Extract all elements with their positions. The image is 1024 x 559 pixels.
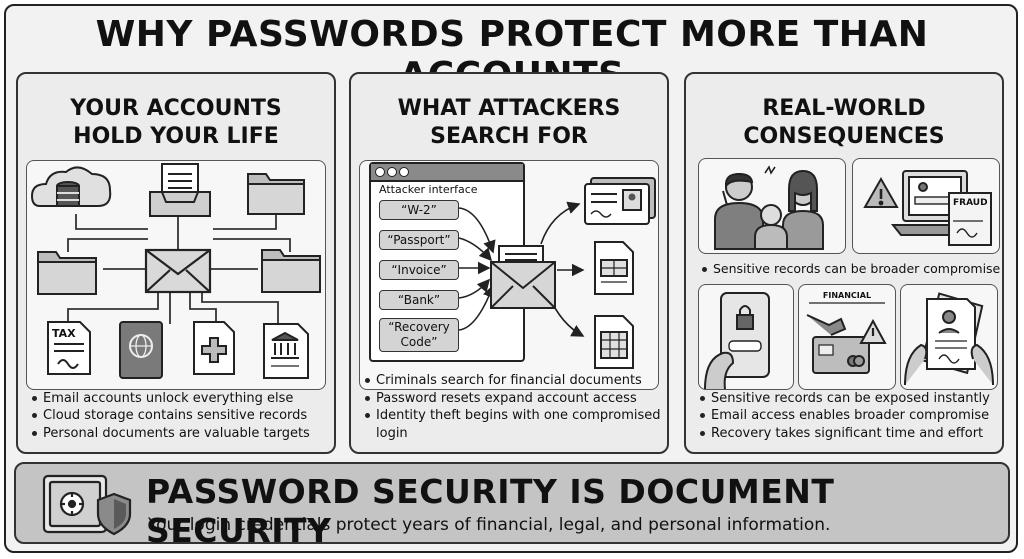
- passport-icon: [119, 321, 163, 379]
- footer-banner: PASSWORD SECURITY IS DOCUMENT SECURITY Y…: [14, 462, 1010, 550]
- email-envelope-icon: [490, 245, 556, 309]
- attacker-bullet-list: Criminals search for financial documents…: [365, 372, 667, 442]
- folder-icon: [247, 173, 305, 215]
- search-term-chip[interactable]: “W-2”: [379, 200, 459, 220]
- consequence-note-text: Sensitive records can be broader comprom…: [713, 261, 1001, 276]
- search-term-line: Code”: [400, 335, 438, 349]
- consequence-tile: [698, 158, 846, 254]
- consequence-tile: FINANCIAL: [798, 284, 896, 390]
- panel-title-line1: YOUR ACCOUNTS: [70, 96, 282, 121]
- tax-label: TAX: [52, 327, 76, 340]
- interface-label: Attacker interface: [379, 183, 478, 196]
- cloud-database-icon: [30, 166, 112, 207]
- accounts-bullet-list: Email accounts unlock everything else Cl…: [32, 390, 310, 443]
- search-term-chip[interactable]: “Passport”: [379, 230, 459, 250]
- window-titlebar: [371, 164, 523, 182]
- bullet-item: Password resets expand account access: [365, 390, 667, 408]
- flow-arrow: [458, 278, 491, 299]
- bank-document-icon: [263, 323, 309, 379]
- bullet-item: Identity theft begins with one compromis…: [365, 407, 667, 442]
- connector-line: [201, 292, 279, 324]
- attacker-diagram: [458, 177, 656, 369]
- search-term-chip[interactable]: “Recovery Code”: [379, 318, 459, 352]
- search-term-line: “Recovery: [388, 320, 450, 334]
- flow-arrow: [458, 207, 496, 254]
- financial-label: FINANCIAL: [822, 291, 872, 300]
- accounts-diagram: TAX: [30, 163, 321, 379]
- footer-title: PASSWORD SECURITY IS DOCUMENT SECURITY: [146, 472, 835, 550]
- consequence-bullet-list: Sensitive records can be exposed instant…: [700, 390, 990, 443]
- held-documents-icon: [904, 292, 994, 386]
- flow-arrow: [458, 284, 495, 331]
- tax-document-icon: [47, 321, 91, 375]
- bullet-item: Personal documents are valuable targets: [32, 425, 310, 443]
- worried-family-icon: [714, 165, 824, 250]
- fraud-laptop-icon: FRAUD: [863, 170, 992, 246]
- window-dot-icon: [387, 167, 397, 177]
- consequence-tile: [698, 284, 794, 390]
- credit-card-theft-icon: [806, 302, 887, 374]
- safe-shield-icon: [42, 474, 132, 536]
- bullet-dot: [702, 267, 707, 272]
- email-envelope-icon: [144, 248, 212, 294]
- window-dot-icon: [375, 167, 385, 177]
- search-term-chip[interactable]: “Invoice”: [379, 260, 459, 280]
- connector-line: [75, 214, 148, 230]
- bullet-item: Recovery takes significant time and effo…: [700, 425, 990, 443]
- bullet-item: Criminals search for financial documents: [365, 372, 667, 390]
- panel-attackers: WHAT ATTACKERS SEARCH FOR Attacker inter…: [349, 72, 669, 454]
- id-card-icon: [584, 177, 656, 225]
- panel-accounts: YOUR ACCOUNTS HOLD YOUR LIFE: [16, 72, 336, 454]
- consequence-tile: FRAUD: [852, 158, 1000, 254]
- flow-arrow: [540, 201, 581, 245]
- consequence-tile: [900, 284, 998, 390]
- search-term-chip[interactable]: “Bank”: [379, 290, 459, 310]
- panel-consequences: REAL-WORLD CONSEQUENCES: [684, 72, 1004, 454]
- connector-line: [67, 292, 159, 324]
- connector-line: [189, 292, 217, 324]
- footer-subtitle: Your login credentials protect years of …: [148, 515, 831, 535]
- inbox-tray-icon: [149, 163, 211, 217]
- panel-title-line2: CONSEQUENCES: [743, 124, 945, 149]
- folder-icon: [261, 249, 321, 293]
- bullet-item: Sensitive records can be exposed instant…: [700, 390, 990, 408]
- panel-title-line2: SEARCH FOR: [430, 124, 588, 149]
- bullet-item: Email access enables broader compromise: [700, 407, 990, 425]
- attacker-interface-window: Attacker interface “W-2” “Passport” “Inv…: [369, 162, 525, 362]
- table-document-icon: [594, 315, 634, 369]
- connector-line: [67, 238, 148, 252]
- folder-icon: [37, 251, 97, 295]
- panel-title-line1: REAL-WORLD: [762, 96, 926, 121]
- medical-document-icon: [193, 321, 235, 375]
- window-dot-icon: [399, 167, 409, 177]
- connector-line: [213, 238, 291, 252]
- spreadsheet-document-icon: [594, 241, 634, 295]
- panel-title-line1: WHAT ATTACKERS: [397, 96, 621, 121]
- connector-line: [213, 214, 277, 230]
- consequence-note: Sensitive records can be broader comprom…: [702, 261, 1000, 276]
- fraud-label: FRAUD: [953, 198, 988, 208]
- bullet-item: Cloud storage contains sensitive records: [32, 407, 310, 425]
- bullet-item: Email accounts unlock everything else: [32, 390, 310, 408]
- panel-title-line2: HOLD YOUR LIFE: [73, 124, 279, 149]
- locked-phone-icon: [704, 292, 770, 390]
- flow-arrow: [458, 237, 493, 262]
